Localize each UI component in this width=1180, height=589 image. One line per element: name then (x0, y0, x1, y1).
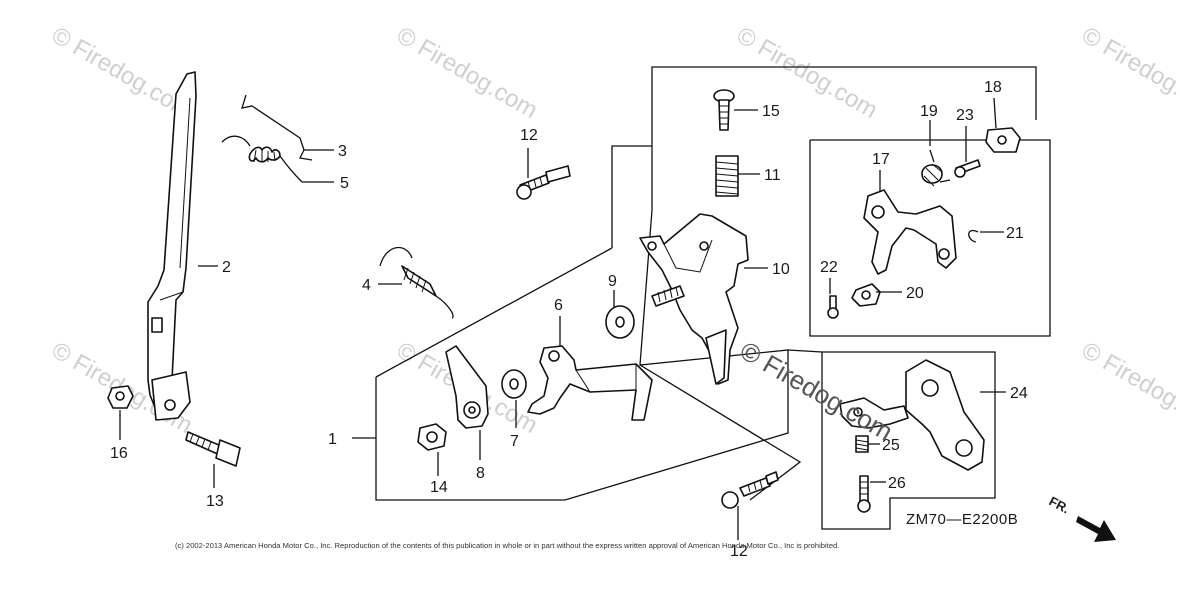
part-10-bracket (639, 213, 749, 385)
callout-5: 5 (340, 175, 349, 192)
watermark: © Firedog.com (1077, 22, 1180, 124)
watermark: © Firedog.com (1077, 337, 1180, 439)
callout-10: 10 (772, 261, 790, 278)
watermark: © Firedog.com (732, 22, 882, 124)
part-26-screw (857, 475, 871, 513)
watermark: © Firedog.com (392, 22, 542, 124)
part-9-washer (605, 305, 635, 339)
part-17-plate (863, 189, 957, 275)
callout-18: 18 (984, 79, 1002, 96)
part-11-spring (715, 155, 739, 197)
callout-15: 15 (762, 103, 780, 120)
part-14-nut (417, 423, 447, 451)
part-6-lever (527, 345, 653, 421)
callout-12-bottom: 12 (730, 543, 748, 560)
direction-label: FR. (1047, 493, 1073, 516)
arrow-icon (1076, 516, 1116, 542)
callout-2: 2 (222, 259, 231, 276)
group-24-frame (821, 351, 996, 530)
callout-1: 1 (328, 431, 337, 448)
callout-24: 24 (1010, 385, 1028, 402)
group-1-inner-line (611, 145, 652, 248)
callout-20: 20 (906, 285, 924, 302)
part-21-ring (968, 229, 979, 243)
part-18-clip (985, 127, 1021, 153)
callout-12-top: 12 (520, 127, 538, 144)
callout-23: 23 (956, 107, 974, 124)
part-22-screw (827, 295, 839, 319)
group-1-diagonal (375, 247, 613, 378)
callout-3: 3 (338, 143, 347, 160)
part-23-screw (954, 159, 981, 178)
part-12-bolt-top (516, 165, 571, 200)
part-19-spring (921, 149, 951, 187)
callout-4: 4 (362, 277, 371, 294)
part-15-screw (713, 89, 735, 131)
callout-14: 14 (430, 479, 448, 496)
part-16-nut (107, 385, 134, 409)
part-25-spring (855, 435, 869, 453)
leader-lines (119, 97, 1006, 540)
callout-6: 6 (554, 297, 563, 314)
front-direction-arrow: FR. (1047, 493, 1116, 542)
callout-9: 9 (608, 273, 617, 290)
callout-labels: 1 2 3 4 5 6 7 8 9 10 11 12 12 13 14 15 1… (110, 79, 1028, 560)
part-12-bolt-bottom (721, 471, 779, 509)
callout-13: 13 (206, 493, 224, 510)
part-3-rod (241, 94, 313, 161)
part-7-washer (501, 369, 527, 399)
callout-17: 17 (872, 151, 890, 168)
callout-25: 25 (882, 437, 900, 454)
part-13-bolt (185, 431, 241, 467)
part-20-nut (851, 283, 881, 307)
callout-26: 26 (888, 475, 906, 492)
part-2-governor-arm (147, 71, 197, 421)
callout-22: 22 (820, 259, 838, 276)
part-5-spring (221, 135, 303, 183)
part-4-spring (379, 247, 454, 319)
callout-19: 19 (920, 103, 938, 120)
callout-7: 7 (510, 433, 519, 450)
part-8-plate (445, 345, 489, 429)
callout-11: 11 (764, 167, 781, 184)
callout-16: 16 (110, 445, 128, 462)
inset-17-23-frame (809, 139, 1051, 337)
group-24-link (787, 349, 823, 353)
callout-8: 8 (476, 465, 485, 482)
callout-21: 21 (1006, 225, 1024, 242)
copyright-notice: (c) 2002-2013 American Honda Motor Co., … (175, 541, 839, 550)
part-24-plate (839, 359, 985, 471)
diagram-code: ZM70—E2200B (906, 511, 1018, 528)
